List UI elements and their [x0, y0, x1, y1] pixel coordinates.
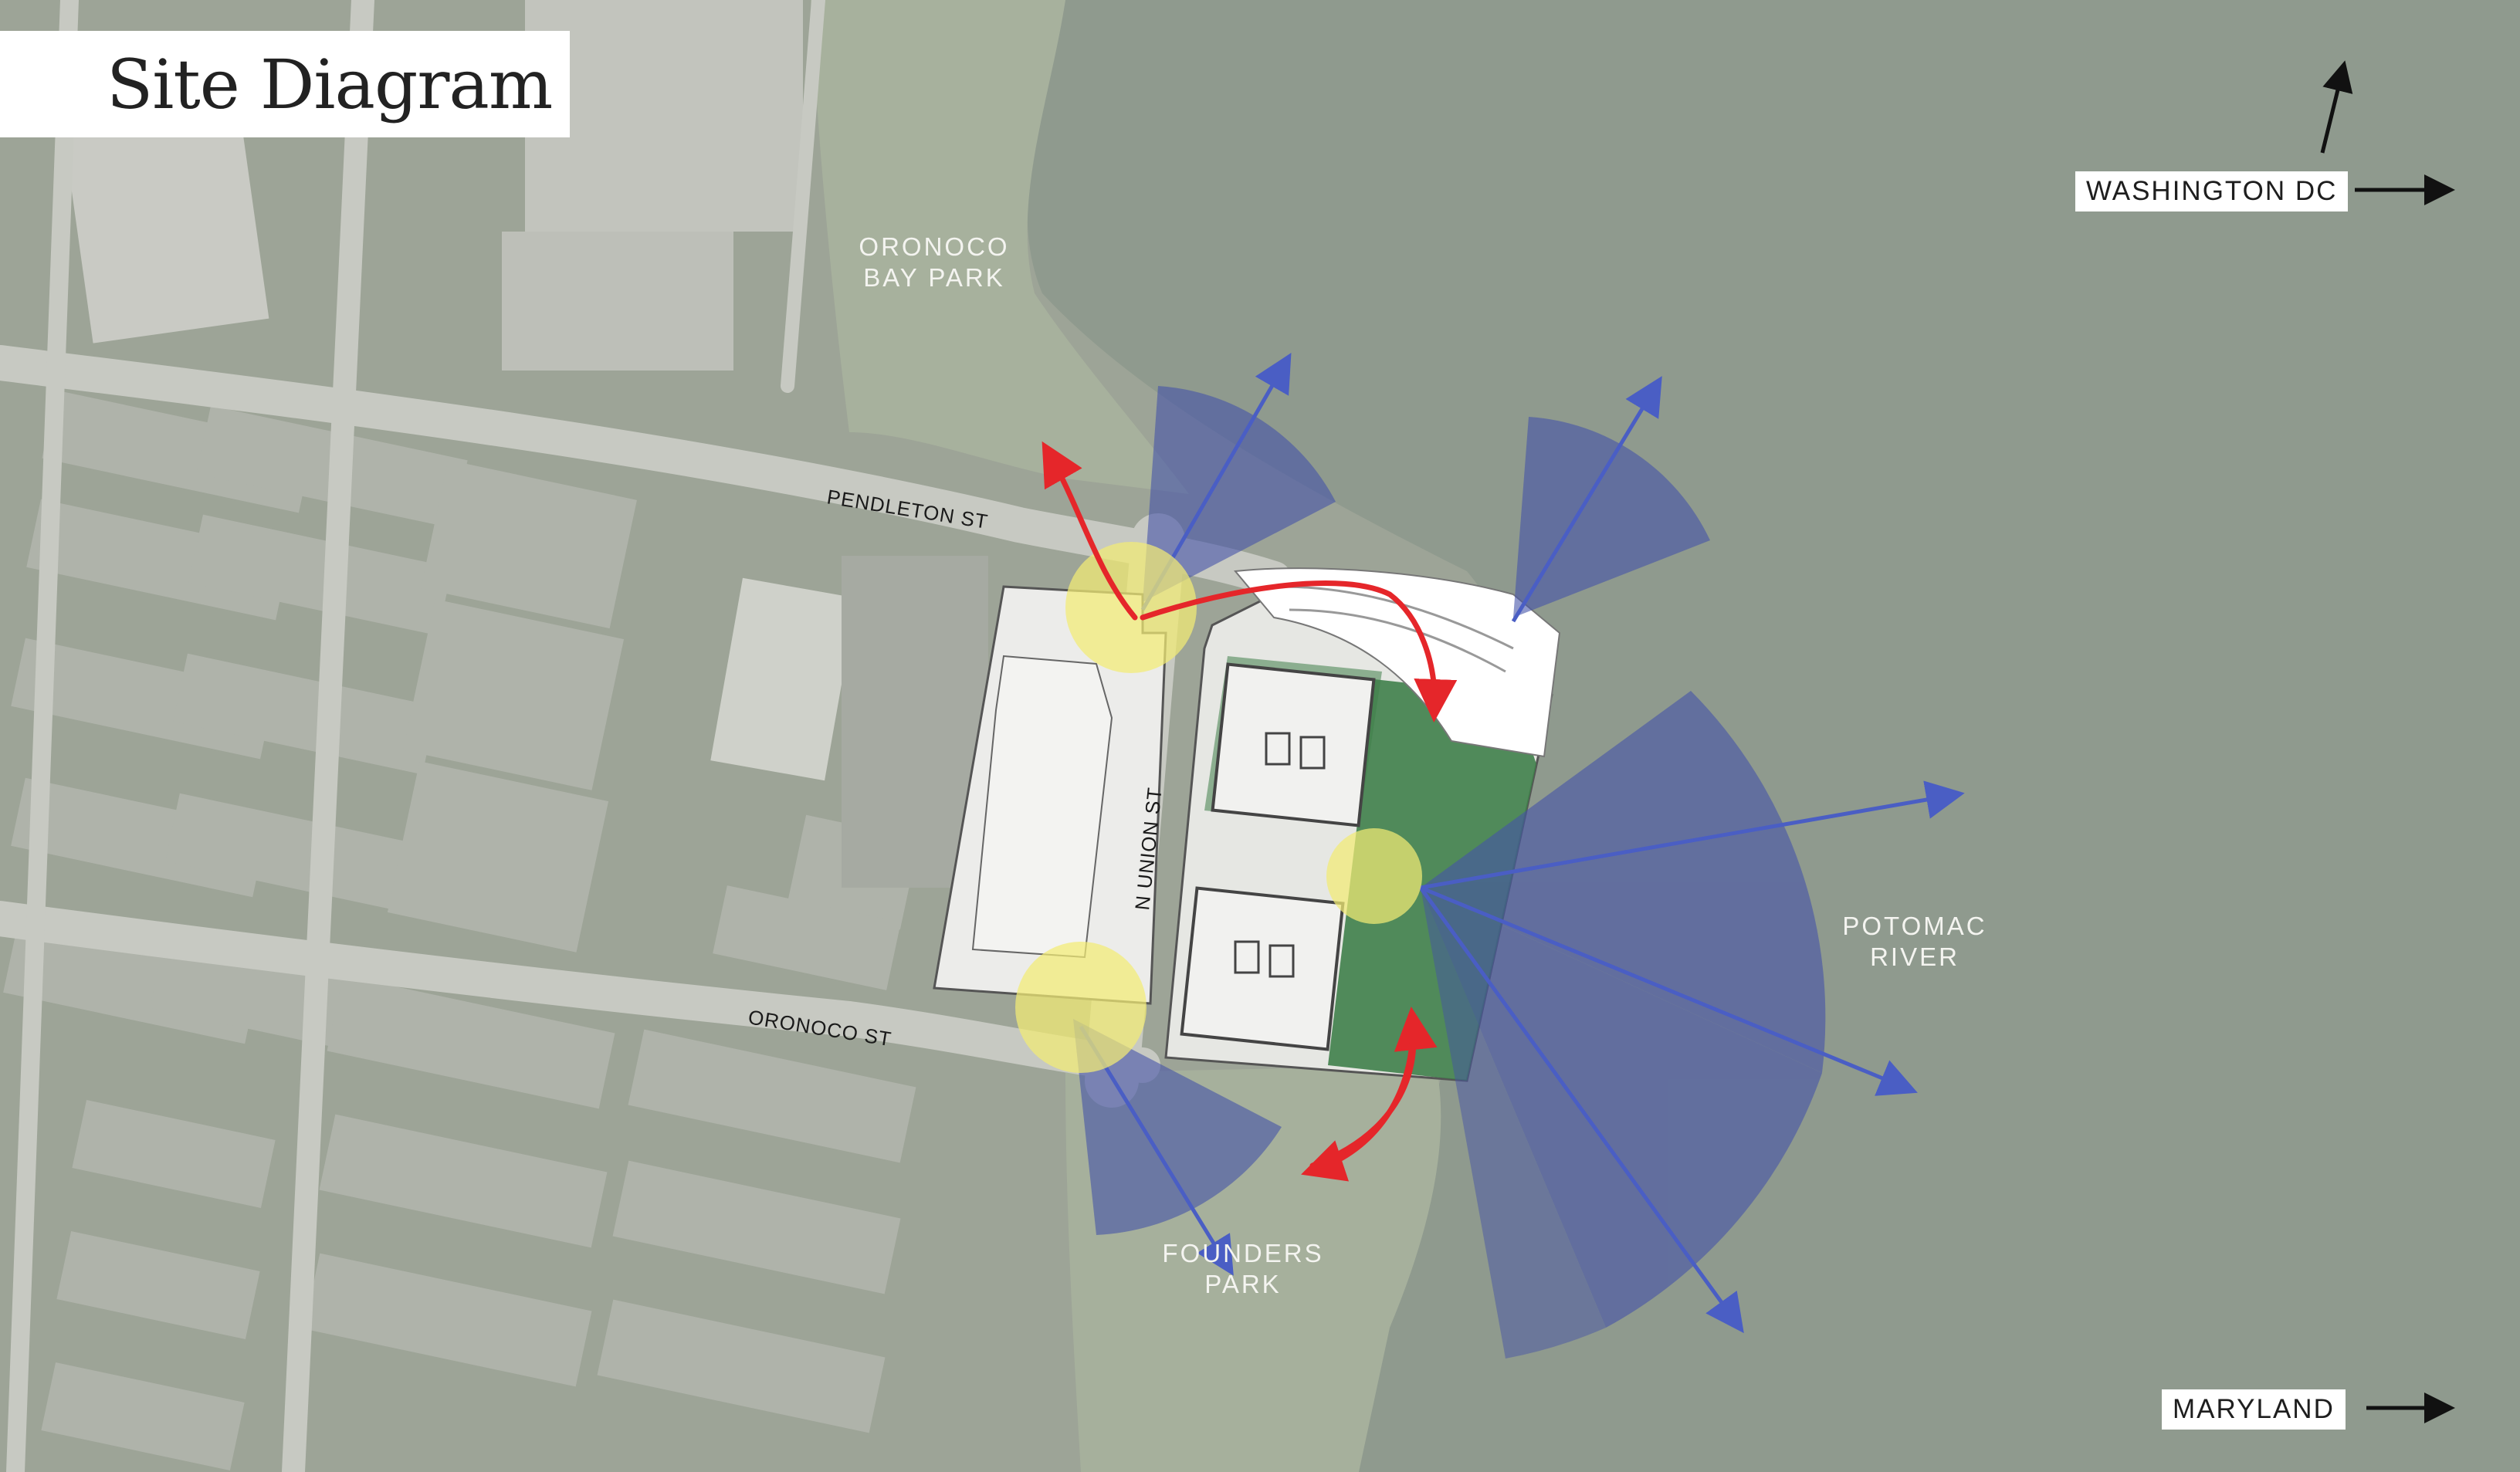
lower-tower	[1180, 886, 1345, 1051]
node-north	[1065, 542, 1197, 673]
potomac-river-label-line-2: RIVER	[1870, 942, 1959, 971]
circulation-north-west	[1042, 441, 1138, 621]
view-cone-north-east	[1513, 417, 1710, 618]
upper-tower	[1211, 662, 1376, 827]
node-south	[1015, 942, 1147, 1073]
oronoco-bay-park-label-line-2: BAY PARK	[863, 263, 1005, 292]
view-cone-south	[1073, 1019, 1282, 1235]
page-title: Site Diagram	[107, 45, 553, 124]
view-cone-north-west	[1143, 386, 1336, 602]
view-cone-east	[1421, 691, 1826, 1073]
direction-north-label: WASHINGTON DC	[2075, 171, 2349, 211]
waterfront-plaza	[1234, 567, 1561, 758]
founders-park-label-line-1: FOUNDERS	[1162, 1239, 1324, 1267]
circulation-arrows	[1042, 441, 1458, 1182]
oronoco-bay-park-label-line-1: ORONOCO	[859, 232, 1010, 261]
potomac-river-label-line-1: POTOMAC	[1842, 912, 1987, 940]
founders-park-label-line-2: PARK	[1204, 1270, 1282, 1298]
north-arrow-icon	[2320, 60, 2353, 154]
circulation-north-east	[1140, 580, 1458, 722]
oronoco-bay-park-area	[811, 0, 1189, 494]
oronoco-bay-park-label: ORONOCO BAY PARK	[842, 232, 1027, 293]
node-courtyard	[1326, 828, 1422, 924]
view-arrow-2	[1511, 376, 1662, 623]
view-arrow-3	[1420, 780, 1965, 890]
view-cones	[1073, 386, 1826, 1359]
view-arrow-5	[1418, 886, 1744, 1334]
title-box	[0, 31, 570, 137]
view-cone-south-east-lower	[1421, 888, 1606, 1359]
direction-south-label: MARYLAND	[2162, 1389, 2346, 1430]
view-arrow-4	[1420, 885, 1918, 1096]
founders-park-label: FOUNDERS PARK	[1150, 1238, 1336, 1300]
city-blocks	[3, 390, 920, 1471]
potomac-river-label: POTOMAC RIVER	[1822, 911, 2007, 973]
nodes	[1015, 542, 1422, 1073]
view-cone-south-east	[1421, 888, 1822, 1328]
